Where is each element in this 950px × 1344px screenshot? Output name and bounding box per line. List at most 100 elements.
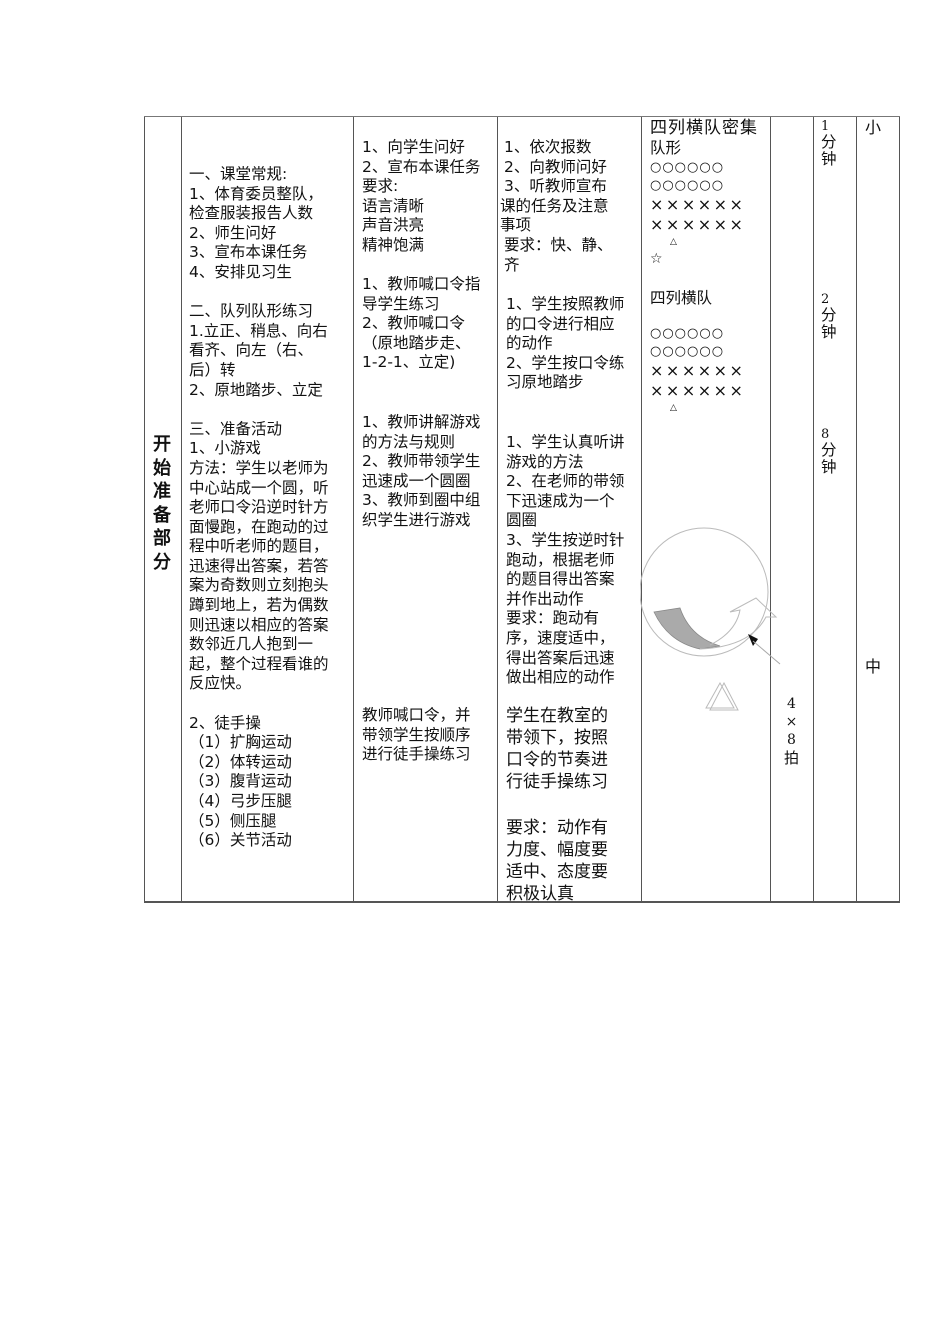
time-value: 2 <box>821 292 830 307</box>
teacher-line: 语言清晰 <box>362 196 425 215</box>
teacher-line: （原地踏步走、 <box>362 333 471 352</box>
student-line: 跑动，根据老师 <box>506 550 615 569</box>
formation-title: 四列横队密集 <box>650 118 758 138</box>
student-row-circles: ○○○○○○ <box>650 177 725 193</box>
section-char: 开 <box>153 434 171 455</box>
student-line: 适中、态度要 <box>506 862 608 882</box>
teacher-block-2: 1、教师喊口令指 导学生练习 2、教师喊口令 （原地踏步走、 1-2-1、立定) <box>362 275 494 373</box>
student-row-crosses: ×××××× <box>650 380 746 400</box>
time-unit: 分 <box>821 441 837 459</box>
game-method-line: 老师口令沿逆时针方 <box>189 498 329 517</box>
teacher-line: 的方法与规则 <box>362 432 456 451</box>
teacher-line: 3、教师到圈中组 <box>362 491 481 510</box>
game-method-line: 案为奇数则立刻抱头 <box>189 576 329 595</box>
drill-item: 2、原地踏步、立定 <box>189 380 323 399</box>
student-line: 做出相应的动作 <box>506 668 615 687</box>
student-line: 习原地踏步 <box>506 373 584 392</box>
teacher-line: 导学生练习 <box>362 294 440 313</box>
routine-item: 4、安排见习生 <box>189 262 292 281</box>
teacher-column <box>353 117 497 901</box>
student-line: 3、学生按逆时针 <box>506 530 625 549</box>
drill-item: 1.立正、稍息、向右 <box>189 321 328 340</box>
count-char: 8 <box>787 732 796 748</box>
section-title: 开 始 准 备 部 分 <box>150 433 174 574</box>
game-method-line: 反应快。 <box>189 674 252 693</box>
time-unit: 钟 <box>821 150 837 168</box>
student-line: 要求：动作有 <box>506 818 608 838</box>
student-line: 游戏的方法 <box>506 452 584 471</box>
content-column <box>181 117 353 901</box>
teacher-line: 2、宣布本课任务 <box>362 157 481 176</box>
time-1: 1 分 钟 <box>821 120 851 168</box>
section-char: 部 <box>153 528 171 549</box>
student-block-1: 1、依次报数 2、向教师问好 3、听教师宣布 课的任务及注意 事项 要求：快、静… <box>500 138 638 275</box>
student-line: 序，速度适中， <box>506 628 615 647</box>
teacher-line: 1-2-1、立定) <box>362 353 456 372</box>
student-line: 力度、幅度要 <box>506 840 608 860</box>
student-row-crosses: ×××××× <box>650 194 746 214</box>
formation-rows: 四列横队 ○○○○○○ ○○○○○○ ×××××× ×××××× △ <box>650 289 772 415</box>
teacher-line: 2、教师喊口令 <box>362 314 465 333</box>
count-char: × <box>785 714 798 730</box>
student-line: 课的任务及注意 <box>500 196 609 215</box>
exercise-item: （4）弓步压腿 <box>189 792 292 810</box>
intensity-medium: 中 <box>865 657 882 676</box>
routine-block: 一、课堂常规: 1、体育委员整队， 检查服装报告人数 2、师生问好 3、宣布本课… <box>189 165 351 851</box>
teacher-block-1: 1、向学生问好 2、宣布本课任务 要求: 语言清晰 声音洪亮 精神饱满 <box>362 138 494 256</box>
exercise-item: （6）关节活动 <box>189 831 292 850</box>
student-row-circles: ○○○○○○ <box>650 343 725 359</box>
student-line: 1、依次报数 <box>504 138 592 156</box>
routine-title: 一、课堂常规: <box>189 165 288 183</box>
time-unit: 分 <box>821 306 837 324</box>
warmup-title: 三、准备活动 <box>189 419 283 438</box>
student-row-crosses: ×××××× <box>650 214 746 234</box>
student-block-3: 1、学生认真听讲 游戏的方法 2、在老师的带领 下迅速成为一个 圆圈 3、学生按… <box>506 433 640 688</box>
teacher-line: 精神饱满 <box>362 235 425 254</box>
student-block-5: 要求：动作有 力度、幅度要 适中、态度要 积极认真 <box>506 817 640 905</box>
time-unit: 钟 <box>821 458 837 476</box>
time-value: 8 <box>821 427 830 442</box>
student-line: 学生在教室的 <box>506 706 608 726</box>
student-row-crosses: ×××××× <box>650 360 746 380</box>
teacher-block-4: 教师喊口令，并 带领学生按顺序 进行徒手操练习 <box>362 706 494 765</box>
student-line: 圆圈 <box>506 511 538 530</box>
teacher-line: 进行徒手操练习 <box>362 745 471 764</box>
teacher-line: 2、教师带领学生 <box>362 452 481 471</box>
student-line: 下迅速成为一个 <box>506 491 615 510</box>
game-method-line: 中心站成一个圆，听 <box>189 478 329 497</box>
student-line: 的口令进行相应 <box>506 314 615 333</box>
student-line: 事项 <box>500 216 532 235</box>
count-char: 4 <box>787 696 796 712</box>
time-value: 1 <box>821 119 830 134</box>
time-2: 2 分 钟 <box>821 293 851 341</box>
section-column <box>144 117 181 901</box>
time-unit: 钟 <box>821 323 837 341</box>
student-block-4: 学生在教室的 带领下，按照 口令的节奏进 行徒手操练习 <box>506 705 640 793</box>
student-line: 齐 <box>504 255 520 274</box>
teacher-block-3: 1、教师讲解游戏 的方法与规则 2、教师带领学生 迅速成一个圆圈 3、教师到圈中… <box>362 413 494 531</box>
game-method-line: 方法：学生以老师为 <box>189 458 329 477</box>
teacher-line: 声音洪亮 <box>362 216 425 235</box>
exercise-item: （3）腹背运动 <box>189 772 292 791</box>
student-column <box>497 117 641 901</box>
student-line: 2、学生按口令练 <box>506 353 625 372</box>
routine-item: 1、体育委员整队， <box>189 184 323 203</box>
student-line: 要求：跑动有 <box>506 609 600 628</box>
teacher-line: 教师喊口令，并 <box>362 706 471 724</box>
teacher-line: 织学生进行游戏 <box>362 510 471 529</box>
exercise-item: （2）体转运动 <box>189 752 292 771</box>
time-column <box>813 117 856 901</box>
game-title: 1、小游戏 <box>189 439 261 458</box>
student-line: 要求：快、静、 <box>504 235 613 254</box>
routine-item: 3、宣布本课任务 <box>189 243 308 262</box>
student-line: 行徒手操练习 <box>506 772 608 792</box>
formation-title: 队形 <box>650 139 682 157</box>
routine-item: 2、师生问好 <box>189 223 277 242</box>
game-method-line: 数邻近几人抱到一 <box>189 635 314 654</box>
teacher-line: 1、教师讲解游戏 <box>362 413 481 431</box>
teacher-marker-icon: △ <box>670 402 677 413</box>
game-method-line: 程中听老师的题目， <box>189 537 329 556</box>
time-3: 8 分 钟 <box>821 428 851 476</box>
student-line: 带领下，按照 <box>506 728 608 748</box>
star-icon: ☆ <box>650 250 663 267</box>
